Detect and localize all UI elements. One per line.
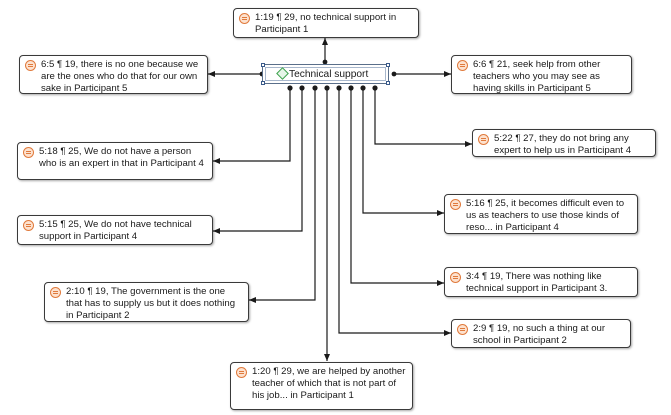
- resize-handle[interactable]: [386, 63, 390, 67]
- link-to-q-2-9: [338, 87, 451, 336]
- link-dot: [348, 85, 354, 91]
- code-diamond-icon: [276, 67, 289, 80]
- quotation-node-5-18[interactable]: 5:18 ¶ 25, We do not have a person who i…: [17, 142, 213, 180]
- quotation-text: 5:16 ¶ 25, it becomes difficult even to …: [466, 198, 625, 233]
- quotation-text: 1:20 ¶ 29, we are helped by another teac…: [252, 366, 406, 401]
- code-label: Technical support: [289, 68, 369, 80]
- link-dot: [360, 85, 366, 91]
- link-dot: [324, 85, 330, 91]
- quotation-text: 5:18 ¶ 25, We do not have a person who i…: [39, 146, 204, 169]
- quotation-icon: [239, 13, 250, 24]
- code-node-technical-support[interactable]: Technical support: [261, 63, 390, 85]
- link-dot: [299, 85, 305, 91]
- resize-handle[interactable]: [386, 81, 390, 85]
- quotation-node-5-22[interactable]: 5:22 ¶ 27, they do not bring any expert …: [472, 129, 656, 157]
- quotation-icon: [450, 272, 461, 283]
- link-dot: [322, 59, 328, 65]
- quotation-icon: [457, 60, 468, 71]
- link-to-q-5-22: [374, 87, 472, 147]
- resize-handle[interactable]: [261, 63, 265, 67]
- quotation-node-3-4[interactable]: 3:4 ¶ 19, There was nothing like technic…: [444, 267, 638, 297]
- quotation-icon: [450, 199, 461, 210]
- link-to-q-5-15: [213, 87, 303, 234]
- link-dot: [336, 85, 342, 91]
- quotation-icon: [236, 367, 247, 378]
- resize-handle[interactable]: [261, 81, 265, 85]
- quotation-icon: [25, 60, 36, 71]
- quotation-text: 2:9 ¶ 19, no such a thing at our school …: [473, 323, 606, 346]
- link-to-q-2-10: [249, 87, 316, 303]
- quotation-icon: [50, 287, 61, 298]
- link-to-q-5-18: [213, 87, 291, 164]
- link-to-q-3-4: [350, 87, 444, 286]
- quotation-node-6-5[interactable]: 6:5 ¶ 19, there is no one because we are…: [19, 55, 208, 94]
- link-dot: [312, 85, 318, 91]
- quotation-icon: [23, 147, 34, 158]
- quotation-text: 2:10 ¶ 19, The government is the one tha…: [66, 286, 236, 321]
- quotation-icon: [23, 220, 34, 231]
- quotation-text: 6:6 ¶ 21, seek help from other teachers …: [473, 59, 601, 94]
- quotation-node-2-10[interactable]: 2:10 ¶ 19, The government is the one tha…: [44, 282, 249, 322]
- quotation-node-1-19[interactable]: 1:19 ¶ 29, no technical support in Parti…: [233, 8, 419, 38]
- quotation-text: 5:15 ¶ 25, We do not have technical supp…: [39, 219, 192, 242]
- quotation-node-2-9[interactable]: 2:9 ¶ 19, no such a thing at our school …: [451, 319, 631, 348]
- quotation-text: 1:19 ¶ 29, no technical support in Parti…: [255, 12, 397, 35]
- quotation-text: 6:5 ¶ 19, there is no one because we are…: [41, 59, 199, 94]
- quotation-text: 3:4 ¶ 19, There was nothing like technic…: [466, 271, 608, 294]
- quotation-node-1-20[interactable]: 1:20 ¶ 29, we are helped by another teac…: [230, 362, 413, 410]
- link-dot: [372, 85, 378, 91]
- link-to-q-5-16: [362, 87, 444, 216]
- link-dot: [287, 85, 293, 91]
- link-dot: [391, 71, 397, 77]
- quotation-node-5-15[interactable]: 5:15 ¶ 25, We do not have technical supp…: [17, 215, 213, 245]
- quotation-node-5-16[interactable]: 5:16 ¶ 25, it becomes difficult even to …: [444, 194, 638, 234]
- quotation-text: 5:22 ¶ 27, they do not bring any expert …: [494, 133, 632, 156]
- quotation-icon: [478, 134, 489, 145]
- quotation-node-6-6[interactable]: 6:6 ¶ 21, seek help from other teachers …: [451, 55, 632, 94]
- quotation-icon: [457, 324, 468, 335]
